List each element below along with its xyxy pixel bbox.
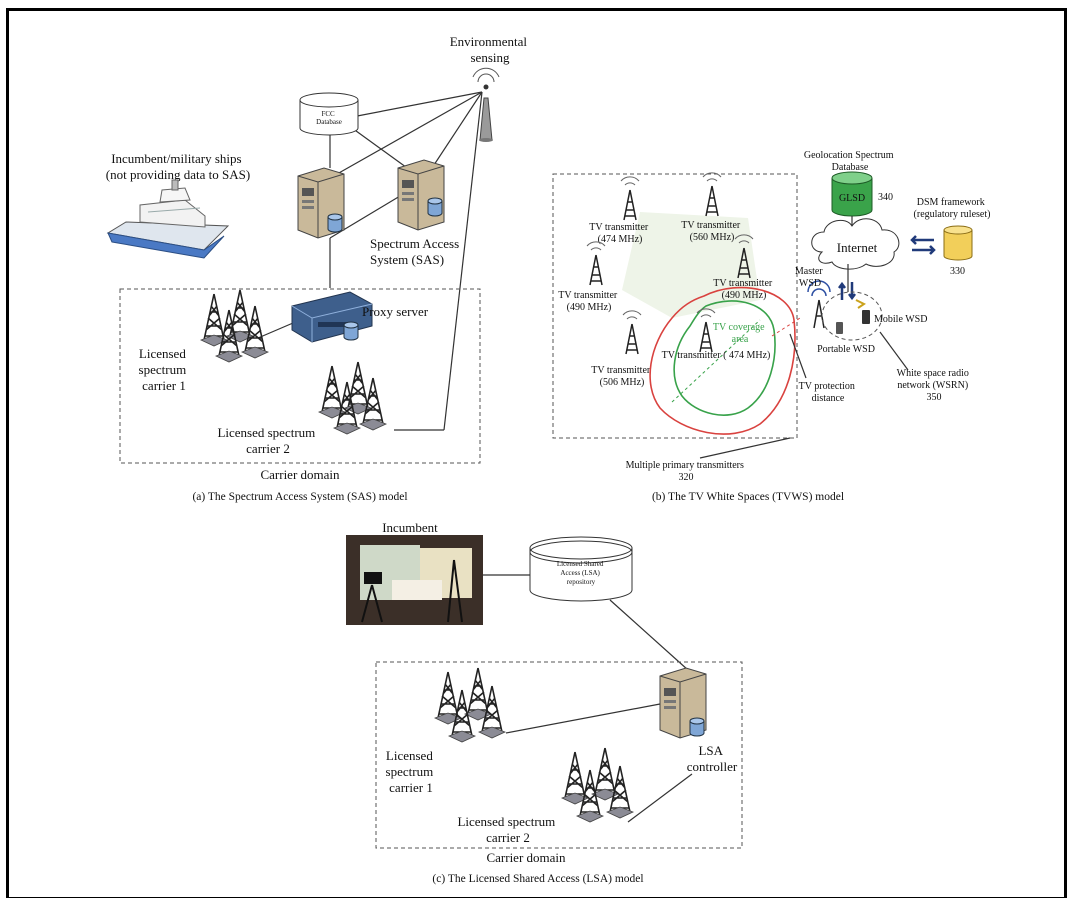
ref-330: 330	[950, 266, 965, 277]
dsm-label: DSM framework (regulatory ruleset)	[914, 197, 991, 220]
sas-label: Spectrum Access System (SAS)	[370, 236, 462, 267]
glsd-database-icon: GLSD	[831, 171, 873, 217]
ref-340: 340	[878, 192, 893, 203]
mobile-wsd-label: Mobile WSD	[874, 314, 927, 325]
tv-transmitter-560-icon	[702, 172, 722, 217]
incumbent-label: Incumbent	[382, 520, 438, 535]
carrier-domain-label-a: Carrier domain	[260, 467, 340, 482]
portable-wsd-icon	[836, 322, 843, 334]
fcc-database-label: FCC Database	[316, 110, 342, 126]
proxy-server-label: Proxy server	[362, 304, 429, 319]
tower-cluster-c1-icon	[434, 667, 506, 743]
tv-transmitter-474-top-icon	[620, 176, 640, 221]
proxy-server-icon	[291, 291, 373, 343]
gsd-label: Geolocation Spectrum Database	[804, 150, 896, 173]
figure-frame	[6, 8, 1067, 898]
tower-cluster-1-icon	[200, 289, 269, 363]
coverage-contour	[673, 300, 776, 416]
carrier-2-label-a: Licensed spectrum carrier 2	[217, 425, 318, 456]
incumbent-studio-image	[346, 535, 483, 625]
coverage-label: TV coverage area	[713, 322, 767, 345]
carrier-domain-label-c: Carrier domain	[486, 850, 566, 865]
tv-protection-label: TV protection distance	[799, 381, 858, 404]
primary-transmitters-box	[552, 173, 798, 439]
lsa-controller-server-icon	[659, 667, 707, 739]
tx-490-right-label: TV transmitter (490 MHz)	[713, 278, 774, 301]
internet-cloud-icon: Internet	[811, 218, 900, 270]
ships-label: Incumbent/military ships (not providing …	[106, 151, 250, 182]
multiple-transmitters-label: Multiple primary transmitters 320	[626, 460, 747, 483]
tx-506-label: TV transmitter (506 MHz)	[591, 365, 652, 388]
carrier-2-label-c: Licensed spectrum carrier 2	[457, 814, 558, 845]
tx-474-center-label: TV transmitter ( 474 MHz)	[662, 350, 771, 361]
tx-490-left-label: TV transmitter (490 MHz)	[558, 290, 619, 313]
internet-label: Internet	[837, 240, 878, 255]
carrier-domain-box-a	[119, 288, 481, 464]
tv-transmitter-490-left-icon	[586, 241, 606, 286]
glsd-label: GLSD	[839, 193, 865, 204]
fcc-database-icon: FCC Database	[299, 92, 359, 136]
tx-474-top-label: TV transmitter (474 MHz)	[589, 222, 650, 245]
tx-560-label: TV transmitter (560 MHz)	[681, 220, 742, 243]
sas-server-right-icon	[397, 159, 445, 231]
tower-cluster-c2-icon	[561, 747, 634, 823]
sas-server-left-icon	[297, 167, 345, 239]
portable-wsd-label: Portable WSD	[817, 344, 875, 355]
master-wsd-label: Master WSD	[795, 266, 825, 289]
carrier-1-label-a: Licensed spectrum carrier 1	[139, 346, 190, 393]
caption-a: (a) The Spectrum Access System (SAS) mod…	[192, 491, 407, 503]
lsa-repository-label: Licensed Shared Access (LSA) repository	[557, 560, 605, 586]
carrier-domain-box-c	[375, 661, 743, 849]
caption-c: (c) The Licensed Shared Access (LSA) mod…	[432, 873, 643, 885]
tower-cluster-2-icon	[318, 361, 387, 435]
environmental-sensing-label: Environmental sensing	[450, 34, 531, 65]
lsa-repository-icon: Licensed Shared Access (LSA) repository	[529, 536, 633, 602]
ship-icon	[106, 179, 230, 259]
panel-c: Incumbent Licensed Shared Access (LSA) r…	[346, 520, 743, 885]
panel-b: Geolocation Spectrum Database GLSD 340 D…	[552, 150, 991, 503]
wsrn-label: White space radio network (WSRN) 350	[897, 368, 972, 403]
lsa-controller-label: LSA controller	[687, 743, 738, 774]
carrier-1-label-c: Licensed spectrum carrier 1	[386, 748, 437, 795]
caption-b: (b) The TV White Spaces (TVWS) model	[652, 491, 844, 503]
tv-transmitter-506-icon	[622, 310, 642, 355]
mobile-wsd-icon	[855, 299, 870, 324]
sensor-antenna-icon	[472, 67, 500, 142]
panel-a: Environmental sensing FCC Database	[106, 34, 531, 503]
wsrn-circle	[821, 291, 883, 341]
dsm-database-icon	[943, 225, 973, 261]
protection-contour	[649, 286, 796, 435]
